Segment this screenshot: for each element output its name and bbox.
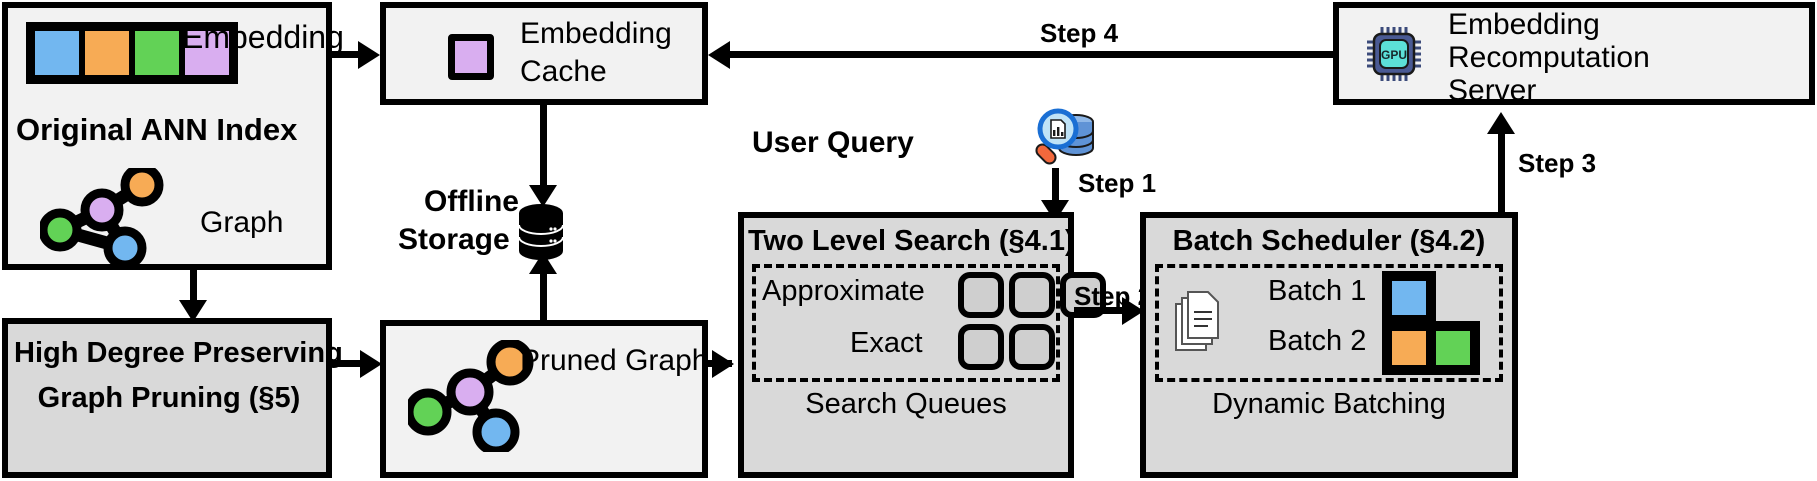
recomputation-server-line2: Recomputation [1448,41,1650,74]
recomputation-server-line3: Server [1448,74,1537,107]
connector-cache-to-storage-arrowhead [529,185,557,207]
embedding-strip [26,22,238,84]
documents-stack-icon [1175,291,1219,351]
batch-1-label: Batch 1 [1268,275,1367,307]
database-cylinder-icon [518,204,564,260]
connector-index-to-pruning-arrowhead [179,300,207,322]
batch-2-cells [1382,321,1480,375]
connector-pruned-to-search-arrowhead [712,350,734,378]
connector-scheduler-to-server-arrowhead [1487,112,1515,134]
connector-server-to-cache-arrowhead [708,41,730,69]
connector-pruning-to-pruned-arrowhead [360,350,382,378]
batch-cell [1387,276,1431,320]
connector-pruned-to-storage [540,272,547,320]
step-2-label: Step 2 [1074,281,1153,311]
offline-storage-line1: Offline [424,185,519,218]
pruned-graph-label: Pruned Graph [520,344,709,377]
connector-pruning-to-pruned [332,360,364,367]
connector-index-to-cache [332,51,362,58]
user-query-label: User Query [752,126,914,159]
approximate-queue-label: Approximate [762,275,925,307]
embedding-cache-line1: Embedding [520,17,672,50]
connector-cache-to-storage [540,105,547,191]
batch-cell [1431,326,1475,370]
exact-queue-slots [958,324,1055,370]
original-ann-index-title: Original ANN Index [16,112,298,147]
queue-slot [1009,324,1055,370]
batch-scheduler-title: Batch Scheduler (§4.2) [1172,225,1486,257]
gpu-chip-icon: GPU [1367,27,1421,81]
embedding-label: Embedding [182,19,344,55]
connector-index-to-cache-arrowhead [358,41,380,69]
batch-2-label: Batch 2 [1268,325,1367,357]
dynamic-batching-dashed-region [1155,264,1503,382]
original-graph-icon [40,168,164,268]
embedding-cache-box [380,2,708,105]
graph-pruning-line2: Graph Pruning (§5) [37,382,301,414]
recomputation-server-box [1333,2,1815,105]
queue-slot [1009,272,1055,318]
gpu-chip-icon-text: GPU [1381,48,1407,62]
approximate-queue-slots [958,272,1106,318]
graph-pruning-line1: High Degree Preserving [14,337,343,369]
recomputation-server-line1: Embedding [1448,8,1600,41]
queue-slot [958,272,1004,318]
connector-scheduler-to-server [1498,130,1505,212]
batch-cell [1387,326,1431,370]
two-level-search-title: Two Level Search (§4.1) [748,225,1075,257]
search-queues-caption: Search Queues [805,388,1007,420]
step-4-label: Step 4 [1040,18,1119,48]
connector-search-to-scheduler-arrowhead [1122,297,1144,325]
offline-storage-line2: Storage [398,223,510,256]
graph-label: Graph [200,206,284,239]
step-1-label: Step 1 [1078,168,1157,198]
batch-1-cells [1382,271,1436,325]
exact-queue-label: Exact [850,327,923,359]
purple-square-icon [448,34,494,80]
dynamic-batching-caption: Dynamic Batching [1212,388,1446,420]
embedding-cache-line2: Cache [520,55,607,88]
pruned-graph-icon [408,340,534,452]
search-queues-dashed-region [752,264,1060,382]
connector-query-to-search [1052,168,1059,208]
graph-pruning-box [2,318,332,478]
connector-server-to-cache [730,51,1335,58]
magnifier-database-icon [1035,108,1094,165]
connector-search-to-scheduler [1074,307,1138,314]
connector-index-to-pruning [190,270,197,306]
connector-pruned-to-storage-arrowhead [529,252,557,274]
queue-slot [958,324,1004,370]
step-3-label: Step 3 [1518,148,1597,178]
